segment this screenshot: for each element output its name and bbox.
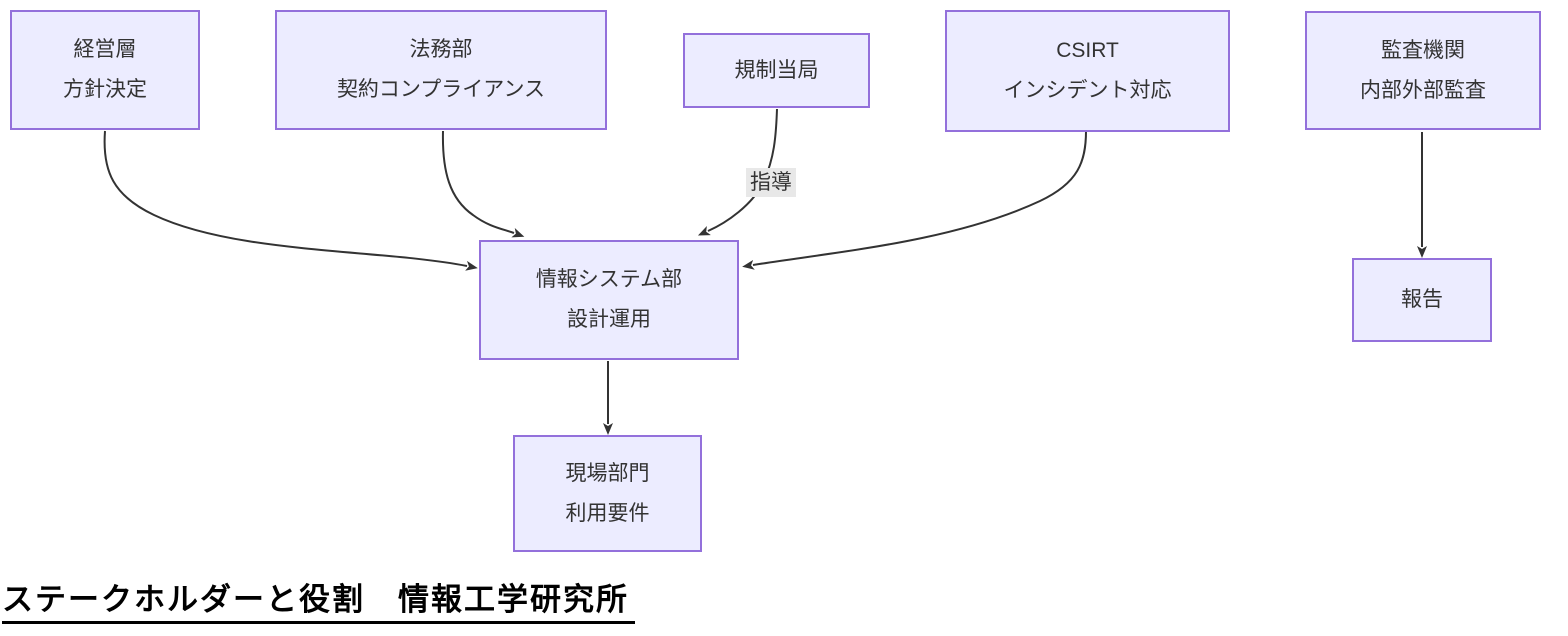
- edge-legal-to-itdept: [441, 130, 525, 238]
- node-it-department-line2: 設計運用: [567, 308, 651, 331]
- edge-management-to-itdept: [103, 130, 478, 271]
- node-field-department: 現場部門 利用要件: [513, 435, 702, 552]
- node-csirt-line1: CSIRT: [1056, 39, 1119, 62]
- node-csirt: CSIRT インシデント対応: [945, 10, 1230, 132]
- node-it-department-line1: 情報システム部: [535, 268, 683, 291]
- node-report-line1: 報告: [1401, 288, 1443, 311]
- diagram-title: ステークホルダーと役割 情報工学研究所: [2, 581, 635, 624]
- node-it-department: 情報システム部 設計運用: [479, 240, 739, 360]
- node-field-department-line2: 利用要件: [565, 501, 650, 525]
- edge-csirt-to-itdept: [742, 130, 1087, 270]
- node-management-line2: 方針決定: [63, 78, 147, 101]
- node-csirt-line2: インシデント対応: [1003, 79, 1172, 102]
- node-regulator: 規制当局: [683, 33, 870, 108]
- node-auditor-line1: 監査機関: [1381, 38, 1465, 62]
- node-auditor: 監査機関 内部外部監査: [1305, 11, 1541, 130]
- node-legal-line2: 契約コンプライアンス: [336, 78, 546, 101]
- edge-label-guidance: 指導: [746, 168, 796, 197]
- node-report: 報告: [1352, 258, 1492, 342]
- node-legal: 法務部 契約コンプライアンス: [275, 10, 607, 130]
- node-auditor-line2: 内部外部監査: [1360, 78, 1486, 102]
- node-legal-line1: 法務部: [409, 38, 473, 61]
- node-field-department-line1: 現場部門: [565, 461, 650, 485]
- node-management-line1: 経営層: [73, 38, 137, 61]
- node-regulator-line1: 規制当局: [734, 58, 819, 82]
- node-management: 経営層 方針決定: [10, 10, 200, 130]
